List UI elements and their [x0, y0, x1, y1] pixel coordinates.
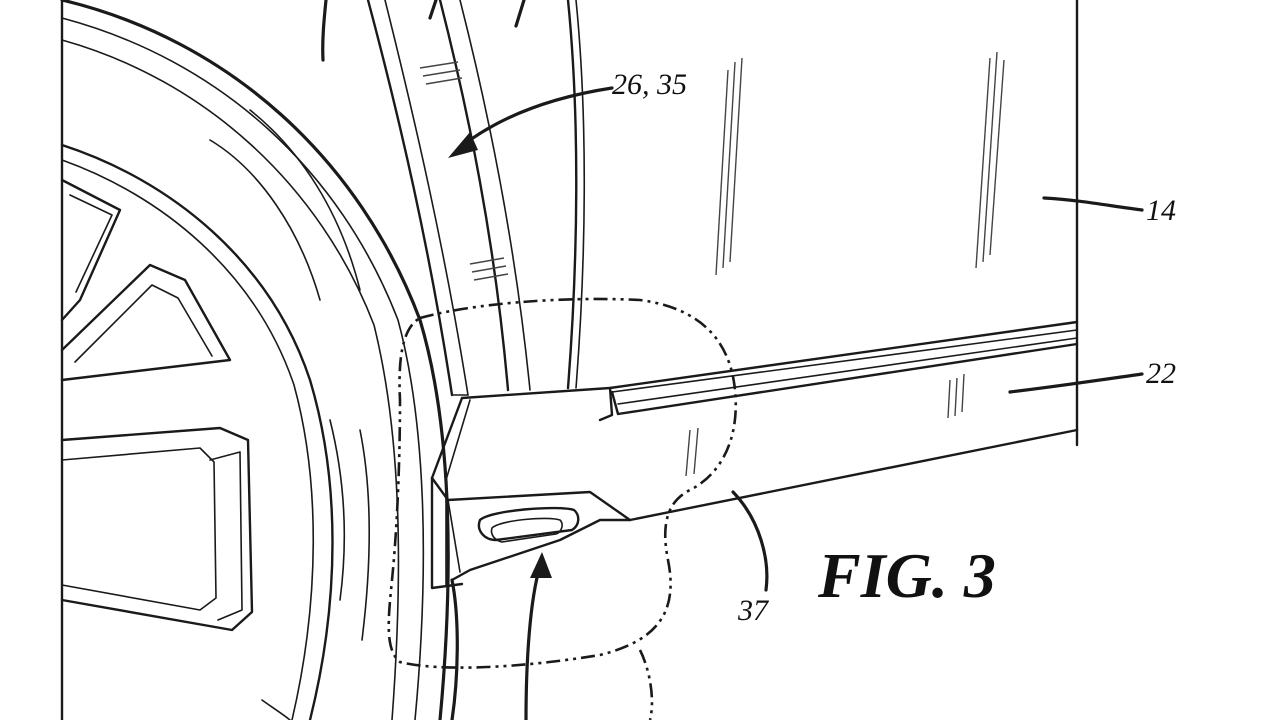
rocker-top-edge — [460, 320, 1079, 400]
label-14: 14 — [1146, 194, 1176, 227]
arch-edge-3 — [438, 0, 510, 392]
leader-lower-left — [450, 578, 459, 720]
spoke-lower-inner — [61, 447, 217, 611]
detail-region-37 — [387, 297, 738, 669]
leader-26-35 — [468, 86, 614, 142]
arch-edge-outer — [366, 0, 454, 397]
detail-region-tail — [638, 649, 654, 720]
spoke-top-inner — [69, 194, 113, 293]
leader-14 — [1042, 196, 1144, 212]
tire-arc-2 — [61, 17, 425, 720]
leader-lower-lamp — [524, 564, 542, 720]
tire-tread-4 — [359, 429, 371, 641]
top-curve-1 — [321, 0, 328, 62]
arch-hatch-bottom — [469, 257, 509, 281]
label-26-35: 26, 35 — [612, 68, 687, 101]
door-gap-line — [566, 0, 578, 390]
rocker-lamp-inner — [490, 517, 563, 543]
rocker-trim-lower — [610, 342, 1079, 416]
rocker-trim-mid — [617, 337, 1078, 405]
rocker-step — [598, 386, 614, 422]
label-22: 22 — [1146, 357, 1176, 390]
leader-26-35-arrowhead — [448, 132, 478, 158]
leader-22 — [1008, 372, 1144, 394]
rocker-front-face-2 — [445, 399, 471, 587]
tire-tread-1 — [209, 139, 321, 301]
leader-37 — [731, 490, 769, 592]
arch-edge-2 — [384, 0, 469, 396]
top-curve-2 — [428, 0, 438, 20]
tire-tread-2 — [249, 109, 361, 291]
rocker-lamp-outer — [477, 506, 580, 542]
label-37: 37 — [737, 594, 770, 627]
spoke-top — [60, 178, 122, 322]
wheel — [60, 0, 450, 720]
tire-tread-3 — [329, 419, 346, 601]
rocker-panel — [430, 320, 1079, 590]
spoke-lower — [60, 426, 254, 632]
arch-edge-4 — [459, 0, 531, 391]
rocker-hatch — [685, 373, 965, 477]
top-curve-3 — [514, 0, 526, 28]
rocker-top-edge-2 — [611, 329, 1078, 393]
spoke-bottom — [261, 699, 291, 720]
rocker-front-face — [430, 396, 464, 590]
door-panel-hatch — [715, 51, 1005, 276]
tire-outer-arc — [60, 0, 450, 720]
rocker-front-bottom — [430, 476, 632, 522]
tire-arc-3 — [61, 39, 400, 720]
spoke-lower-side — [209, 451, 243, 621]
spoke-mid — [60, 263, 232, 382]
rocker-bottom-edge — [628, 428, 1079, 522]
wheel-arch — [321, 0, 586, 397]
door-gap-line-2 — [575, 0, 586, 389]
arch-hatch-top — [419, 61, 463, 85]
spoke-mid-inner — [74, 284, 213, 363]
leader-lower-lamp-arrowhead — [530, 552, 552, 578]
rim-arc — [61, 159, 315, 720]
rocker-lower-lip — [450, 518, 632, 582]
tire-inner-arc — [60, 143, 334, 720]
figure-title: FIG. 3 — [817, 540, 996, 611]
rocker-inner-edge — [447, 499, 461, 573]
